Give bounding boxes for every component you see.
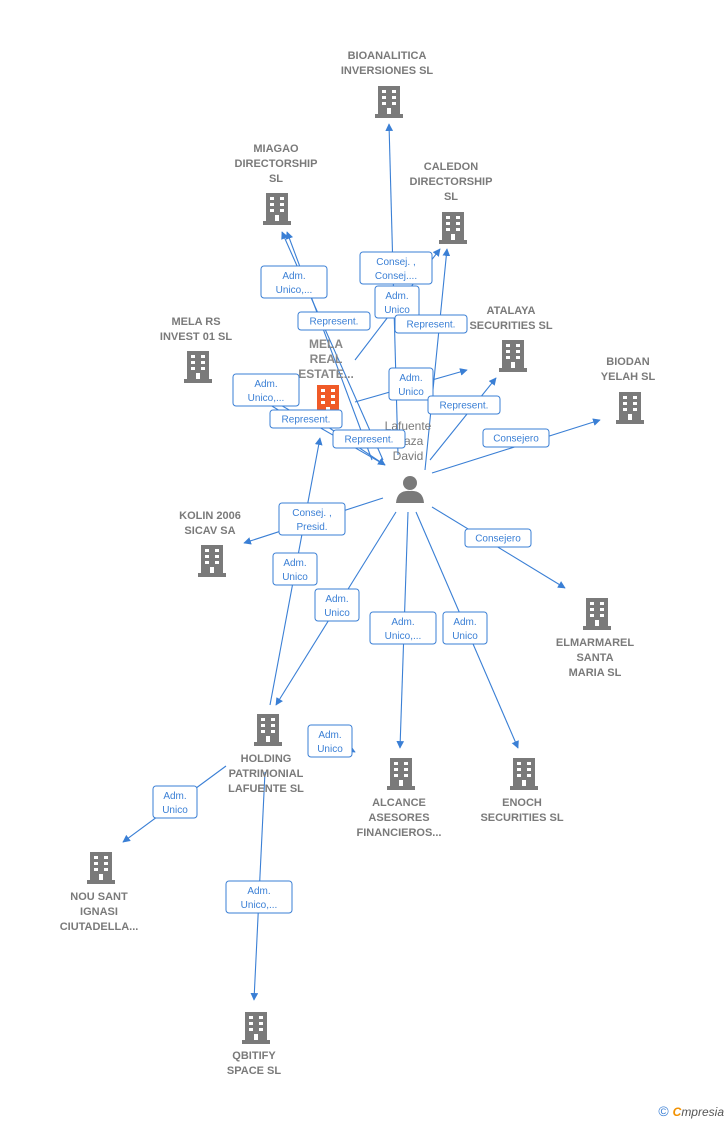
relation-label[interactable]: Adm.Unico,... — [225, 880, 293, 914]
brand-name: mpresia — [681, 1105, 724, 1119]
relation-label[interactable]: Represent. — [269, 409, 343, 429]
svg-text:Adm.Unico: Adm.Unico — [317, 730, 343, 755]
footer-brand: ©Cmpresia — [658, 1103, 724, 1119]
brand-initial: C — [672, 1105, 682, 1119]
building-icon[interactable] — [263, 193, 291, 225]
relation-label[interactable]: Consejero — [464, 528, 532, 548]
building-icon[interactable] — [242, 1012, 270, 1044]
relation-label[interactable]: Represent. — [427, 395, 501, 415]
svg-text:Adm.Unico,...: Adm.Unico,... — [385, 617, 422, 642]
svg-text:Adm.Unico: Adm.Unico — [324, 594, 350, 619]
relation-label[interactable]: Adm.Unico — [374, 285, 420, 319]
copyright-icon: © — [658, 1103, 669, 1119]
relation-label[interactable]: Adm.Unico,... — [232, 373, 300, 407]
svg-text:Represent.: Represent. — [282, 415, 331, 426]
relation-edge — [424, 248, 451, 471]
building-icon[interactable] — [198, 545, 226, 577]
relation-label[interactable]: Adm.Unico — [314, 588, 360, 622]
svg-text:Adm.Unico: Adm.Unico — [282, 558, 308, 583]
building-icon[interactable] — [499, 340, 527, 372]
svg-text:Represent.: Represent. — [407, 320, 456, 331]
relation-label[interactable]: Adm.Unico — [152, 785, 198, 819]
relation-label[interactable]: Adm.Unico,... — [260, 265, 328, 299]
building-icon[interactable] — [510, 758, 538, 790]
relation-label[interactable]: Adm.Unico — [272, 552, 318, 586]
building-icon[interactable] — [254, 714, 282, 746]
relation-label[interactable]: Consej. ,Consej.... — [359, 251, 433, 285]
building-icon[interactable] — [616, 392, 644, 424]
building-icon[interactable] — [583, 598, 611, 630]
svg-text:Adm.Unico: Adm.Unico — [162, 791, 188, 816]
svg-text:Adm.Unico: Adm.Unico — [452, 617, 478, 642]
building-icon[interactable] — [387, 758, 415, 790]
svg-text:Adm.Unico,...: Adm.Unico,... — [241, 886, 278, 911]
building-icon[interactable] — [375, 86, 403, 118]
svg-text:Adm.Unico,...: Adm.Unico,... — [248, 379, 285, 404]
building-icon[interactable] — [184, 351, 212, 383]
relation-edge — [429, 377, 497, 461]
person-icon[interactable] — [396, 476, 424, 503]
relation-label[interactable]: Consej. ,Presid. — [278, 502, 346, 536]
building-icon[interactable] — [87, 852, 115, 884]
svg-text:Adm.Unico: Adm.Unico — [398, 373, 424, 398]
building-icon[interactable] — [439, 212, 467, 244]
relation-label[interactable]: Represent. — [297, 311, 371, 331]
svg-text:Adm.Unico,...: Adm.Unico,... — [276, 271, 313, 296]
svg-text:Represent.: Represent. — [345, 435, 394, 446]
relation-label[interactable]: Represent. — [394, 314, 468, 334]
relation-label[interactable]: Adm.Unico,... — [369, 611, 437, 645]
svg-text:Adm.Unico: Adm.Unico — [384, 291, 410, 316]
relation-label[interactable]: Represent. — [332, 429, 406, 449]
svg-text:Represent.: Represent. — [440, 401, 489, 412]
svg-text:Consej. ,Consej....: Consej. ,Consej.... — [375, 257, 417, 282]
svg-text:Represent.: Represent. — [310, 317, 359, 328]
relation-label[interactable]: Adm.Unico — [307, 724, 353, 758]
relation-label[interactable]: Adm.Unico — [388, 367, 434, 401]
svg-text:Consejero: Consejero — [475, 534, 521, 545]
svg-text:Consejero: Consejero — [493, 434, 539, 445]
relation-label[interactable]: Consejero — [482, 428, 550, 448]
svg-text:Consej. ,Presid.: Consej. ,Presid. — [292, 508, 331, 533]
relation-label[interactable]: Adm.Unico — [442, 611, 488, 645]
